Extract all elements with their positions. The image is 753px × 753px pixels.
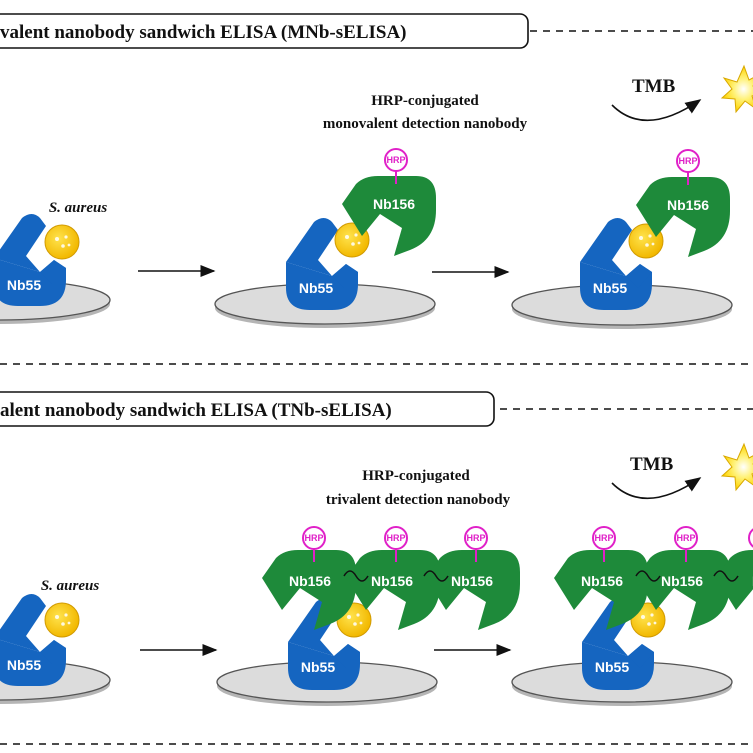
tnb-linker-3a xyxy=(635,570,661,582)
mnb-step3: Nb55 Nb156 HRP TMB xyxy=(511,64,753,330)
tnb-linker-3b xyxy=(713,570,739,582)
tnb-step3: Nb55 Nb156 HRP Nb156 HRP N TMB xyxy=(511,442,753,707)
tnb-step1: Nb55 S. aureus xyxy=(0,578,111,705)
mnb-capture-label-2: Nb55 xyxy=(299,280,333,296)
tnb-detection-label-2b: Nb156 xyxy=(371,573,413,589)
tnb-panel: alent nanobody sandwich ELISA (TNb-sELIS… xyxy=(0,391,753,707)
tnb-capture-label-1: Nb55 xyxy=(7,657,41,673)
mnb-detection-caption-2: monovalent detection nanobody xyxy=(323,116,528,132)
tnb-pathogen-label: S. aureus xyxy=(41,578,100,594)
tnb-tmb-label: TMB xyxy=(630,454,674,475)
mnb-signal-burst xyxy=(720,64,753,114)
mnb-step1: Nb55 S. aureus xyxy=(0,200,111,325)
tnb-hrp-label-2c: HRP xyxy=(466,533,485,543)
mnb-tmb-arrow xyxy=(611,99,702,122)
tnb-bacterium-1 xyxy=(44,602,80,638)
tnb-hrp-label-3a: HRP xyxy=(594,533,613,543)
mnb-title-box xyxy=(0,13,529,49)
tnb-capture-label-3: Nb55 xyxy=(595,659,629,675)
tnb-hrp-label-3b: HRP xyxy=(676,533,695,543)
tnb-step2: Nb55 Nb156 HRP Nb156 HRP Nb156 HRP HRP-c… xyxy=(216,468,520,707)
tnb-title: alent nanobody sandwich ELISA (TNb-sELIS… xyxy=(0,400,392,421)
tnb-detection-label-2c: Nb156 xyxy=(451,573,493,589)
tnb-detection-caption-2: trivalent detection nanobody xyxy=(326,492,511,508)
mnb-hrp-label-2: HRP xyxy=(386,155,405,165)
mnb-capture-label-1: Nb55 xyxy=(7,277,41,293)
tnb-linker-2b xyxy=(423,570,449,582)
mnb-title: valent nanobody sandwich ELISA (MNb-sELI… xyxy=(0,22,407,43)
tnb-hrp-label-2b: HRP xyxy=(386,533,405,543)
mnb-tmb-label: TMB xyxy=(632,76,676,97)
tnb-detection-label-2a: Nb156 xyxy=(289,573,331,589)
tnb-signal-burst xyxy=(720,442,753,492)
tnb-detection-caption-1: HRP-conjugated xyxy=(362,468,470,484)
mnb-step2: Nb55 Nb156 HRP HRP-conjugated monovalent… xyxy=(214,93,528,329)
tnb-tmb-arrow xyxy=(611,477,702,500)
tnb-linker-2a xyxy=(343,570,369,582)
tnb-hrp-label-2a: HRP xyxy=(304,533,323,543)
mnb-detection-label-3: Nb156 xyxy=(667,197,709,213)
tnb-detection-nb-2c xyxy=(426,550,520,630)
tnb-detection-label-3a: Nb156 xyxy=(581,573,623,589)
mnb-capture-label-3: Nb55 xyxy=(593,280,627,296)
tnb-detection-label-3b: Nb156 xyxy=(661,573,703,589)
mnb-detection-caption-1: HRP-conjugated xyxy=(371,93,479,109)
tnb-title-box xyxy=(0,391,495,427)
mnb-detection-label-2: Nb156 xyxy=(373,196,415,212)
mnb-bacterium-1 xyxy=(44,224,80,260)
mnb-pathogen-label: S. aureus xyxy=(49,200,108,216)
mnb-hrp-label-3: HRP xyxy=(678,156,697,166)
tnb-capture-label-2: Nb55 xyxy=(301,659,335,675)
mnb-panel: valent nanobody sandwich ELISA (MNb-sELI… xyxy=(0,13,753,330)
